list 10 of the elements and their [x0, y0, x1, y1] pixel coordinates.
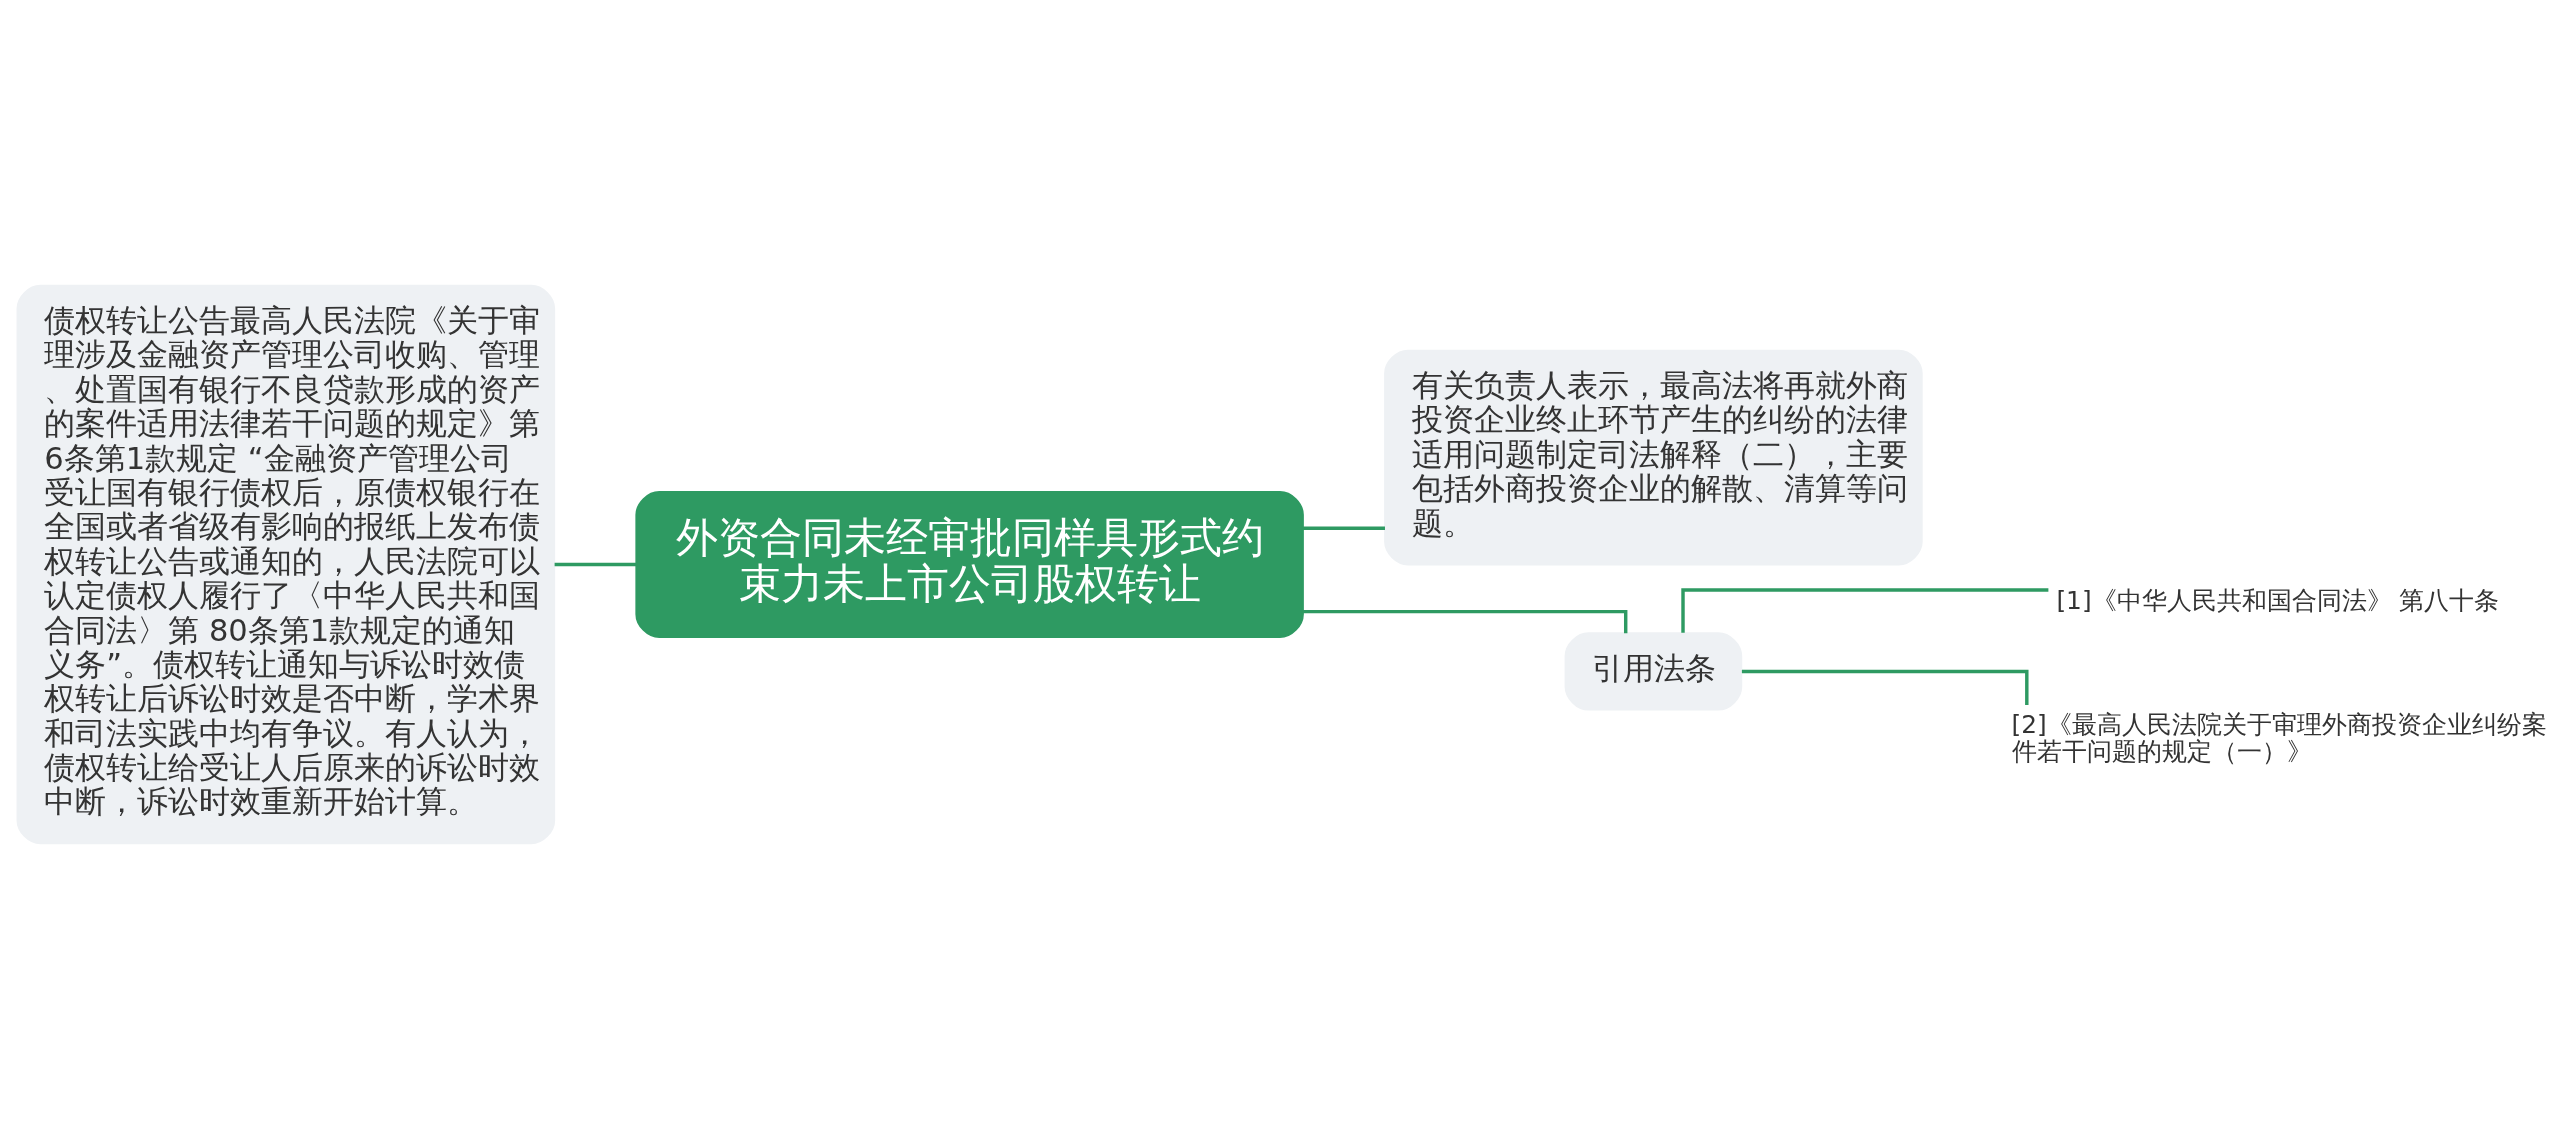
connector	[1303, 526, 1385, 530]
node-box: 引用法条	[1564, 632, 1743, 711]
node-box: 有关负责人表示，最高法将再就外商投资企业终止环节产生的纠纷的法律适用问题制定司法解释（二），主要包括外商投资企业的解散、清算等问题。	[1384, 349, 1923, 566]
node-text: [1]《中华人民共和国合同法》 第八十条	[2056, 586, 2500, 616]
node-text: [2]《最高人民法院关于审理外商投资企业纠纷案件若干问题的规定（一）》	[2011, 710, 2547, 767]
node-box: 外资合同未经审批同样具形式约束力未上市公司股权转让	[635, 490, 1304, 639]
node-box: 债权转让公告最高人民法院《关于审理涉及金融资产管理公司收购、管理、处置国有银行不良贷款形成的资产的案件适用法律若干问题的规定》第6条第1款规定 “金融资产管理公司受让国有银行债权后，原债权银行在全国或者省级有影响的报纸上发布债权转让公告或通知的，人民法院可以认定债权人履行了〈中华人民共和国合同法〉第 80条第1款规定的通知义务”。债权转让通知与诉讼时效债权转让后诉讼时效是否中断，学术界和司法实践中均有争议。有人认为，债权转让给受让人后原来的诉讼时效中断，诉讼时效重新开始计算。	[16, 284, 556, 845]
connector	[1681, 588, 2049, 633]
connector	[554, 562, 636, 567]
connector	[1302, 609, 1628, 634]
